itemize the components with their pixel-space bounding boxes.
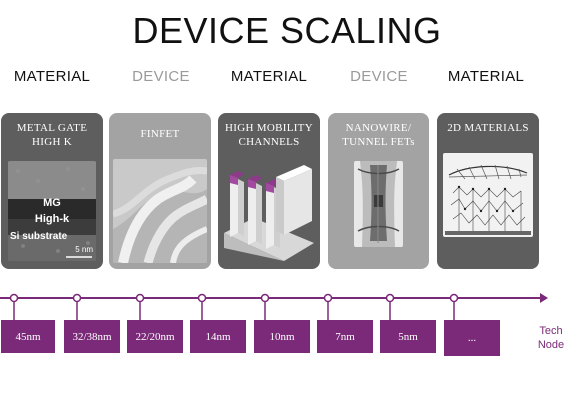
si-substrate-label: Si substrate — [10, 231, 68, 242]
card-label-line1: 2D MATERIALS — [447, 122, 529, 134]
tem-cross-section-image: MG High-k Si substrate 5 nm — [8, 161, 96, 261]
tick-marker — [385, 293, 395, 303]
card-label-line1: NANOWIRE/ — [345, 122, 412, 134]
card-label-line1: FINFET — [140, 128, 180, 140]
card-label: NANOWIRE/ TUNNEL FETs — [328, 121, 429, 149]
mg-label: MG — [43, 197, 61, 209]
tech-node-future: ... — [444, 320, 500, 356]
card-label: 2D MATERIALS — [437, 121, 539, 135]
tech-node-32-38nm: 32/38nm — [64, 320, 120, 353]
tick-marker — [449, 293, 459, 303]
timeline-ticks — [9, 293, 459, 320]
axis-label-line1: Tech — [539, 325, 563, 337]
card-finfet: FINFET — [109, 113, 211, 269]
page-title: DEVICE SCALING — [132, 10, 442, 51]
nanowire-tem-image — [354, 161, 403, 247]
high-k-label: High-k — [34, 213, 70, 225]
tech-node-5nm: 5nm — [380, 320, 436, 353]
category-device-1: DEVICE — [132, 68, 190, 85]
card-high-mobility-channels: HIGH MOBILITY CHANNELS — [218, 113, 320, 269]
card-label: METAL GATE HIGH K — [1, 121, 103, 149]
2d-material-lattice-image — [443, 153, 533, 237]
tick-marker — [323, 293, 333, 303]
category-material-1: MATERIAL — [13, 68, 91, 85]
tick-marker — [197, 293, 207, 303]
tick-marker — [260, 293, 270, 303]
card-label-line2: HIGH K — [32, 136, 72, 148]
scale-bar-label: 5 nm — [75, 245, 93, 254]
card-label-line2: CHANNELS — [238, 136, 300, 148]
card-label: HIGH MOBILITY CHANNELS — [218, 121, 320, 149]
timeline-arrowhead — [540, 293, 548, 303]
tech-node-10nm: 10nm — [254, 320, 310, 353]
category-material-2: MATERIAL — [230, 68, 308, 85]
axis-label-tech-node: Tech Node — [528, 324, 574, 352]
card-nanowire-tunnel-fets: NANOWIRE/ TUNNEL FETs — [328, 113, 429, 269]
finfet-sem-image — [113, 159, 207, 263]
card-label-line2: TUNNEL FETs — [342, 136, 415, 148]
card-label-line1: HIGH MOBILITY — [225, 122, 313, 134]
tech-node-45nm: 45nm — [1, 320, 55, 353]
card-label: FINFET — [109, 127, 211, 141]
tick-marker — [135, 293, 145, 303]
card-2d-materials: 2D MATERIALS — [437, 113, 539, 269]
category-device-2: DEVICE — [350, 68, 408, 85]
tech-node-14nm: 14nm — [190, 320, 246, 353]
tech-node-22-20nm: 22/20nm — [127, 320, 183, 353]
channel-fins-illustration — [224, 163, 314, 261]
card-label-line1: METAL GATE — [16, 122, 88, 134]
axis-label-line2: Node — [537, 339, 565, 351]
category-material-3: MATERIAL — [447, 68, 525, 85]
card-metal-gate-high-k: METAL GATE HIGH K MG High-k Si substrate… — [1, 113, 103, 269]
tick-marker — [9, 293, 19, 303]
tick-marker — [72, 293, 82, 303]
timeline-axis — [0, 293, 548, 320]
tech-node-7nm: 7nm — [317, 320, 373, 353]
